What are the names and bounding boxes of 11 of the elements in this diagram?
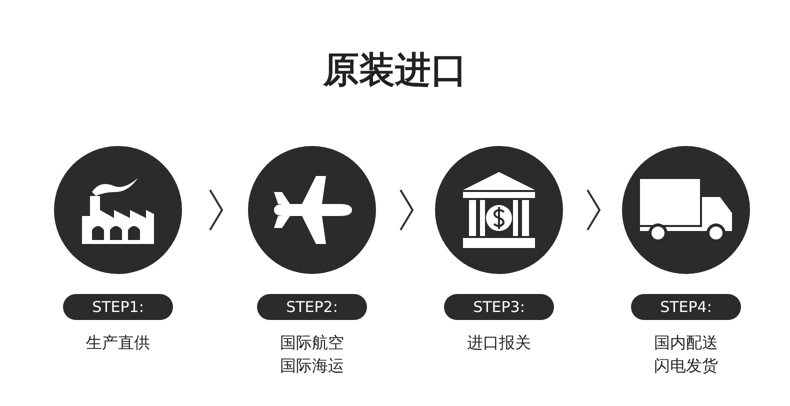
step-badge: STEP2: (257, 294, 367, 320)
step-badge: STEP3: (444, 294, 554, 320)
step-badge: STEP4: (631, 294, 741, 320)
step-description: 生产直供 (85, 332, 151, 354)
step-description: 进口报关 (466, 332, 532, 354)
title: 原装进口 (322, 49, 468, 93)
step-badge: STEP1: (63, 294, 173, 320)
step-description: 国内配送 (653, 332, 719, 354)
step-description: 闪电发货 (653, 355, 719, 377)
step-description: 国际航空 (279, 332, 345, 354)
step-description: 国际海运 (279, 355, 345, 377)
